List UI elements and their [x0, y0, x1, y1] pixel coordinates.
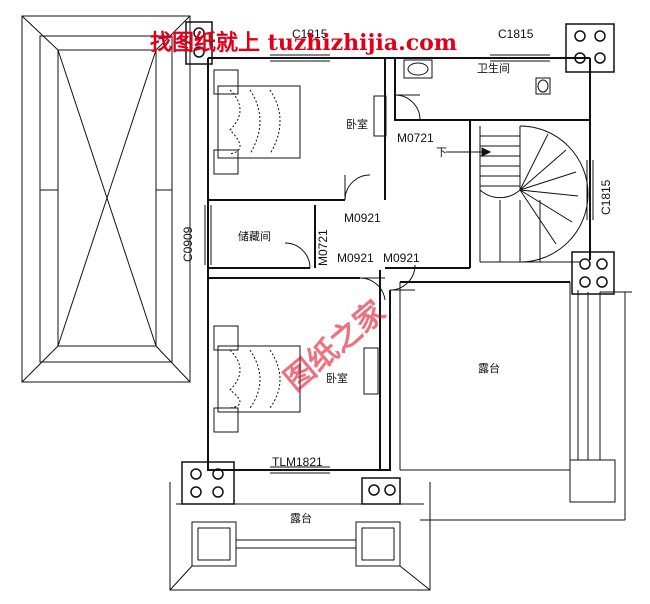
bed-top	[213, 69, 301, 175]
code-door-storage: M0721	[316, 229, 330, 266]
room-label-bedroom-top: 卧室	[346, 117, 368, 131]
room-label-bedroom-bottom: 卧室	[326, 371, 348, 385]
code-window-top-right: C1815	[498, 27, 534, 41]
bottom-terrace	[169, 482, 431, 591]
code-window-left: C0909	[181, 226, 195, 262]
bath-fixtures	[403, 59, 551, 95]
room-label-terrace-bottom: 露台	[290, 511, 312, 525]
doors	[284, 94, 421, 301]
terrace-railing	[399, 282, 632, 521]
bed-bottom	[213, 325, 301, 433]
code-door-bath: M0721	[397, 131, 434, 145]
code-door-bedroom-top: M0921	[344, 211, 381, 225]
room-label-storage: 储藏间	[238, 229, 271, 243]
code-window-top-left: C1815	[292, 27, 328, 41]
staircase	[446, 125, 589, 263]
watermark-top: 找图纸就上 tuzhizhijia.com	[150, 30, 457, 56]
code-window-right: C1815	[599, 179, 613, 215]
stair-direction-label: 下	[436, 146, 447, 159]
code-sliding-door: TLM1821	[272, 455, 323, 469]
left-roof	[21, 15, 191, 383]
wardrobes	[363, 95, 387, 395]
windows	[204, 54, 594, 474]
room-label-terrace-right: 露台	[478, 361, 500, 375]
code-door-terrace: M0921	[383, 251, 420, 265]
room-label-bathroom: 卫生间	[477, 61, 510, 75]
code-door-bedroom-bottom: M0921	[337, 251, 374, 265]
